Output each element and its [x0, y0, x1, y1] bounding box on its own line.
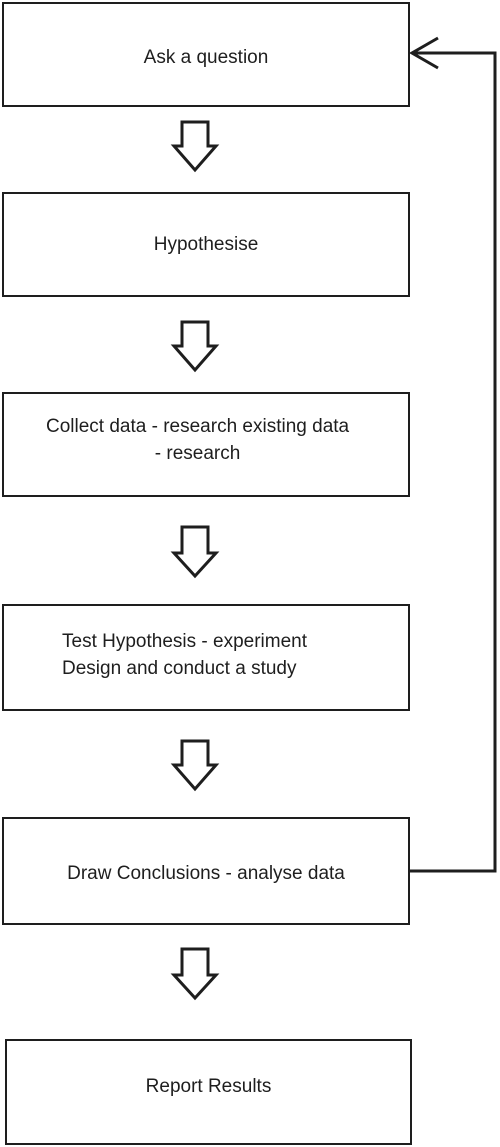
step-label-hypothesise: Hypothesise: [153, 234, 259, 255]
down-arrow-3: [170, 525, 220, 579]
step-label-test-hypothesis: Test Hypothesis - experiment Design and …: [62, 631, 307, 679]
down-arrow-2: [170, 320, 220, 373]
down-arrow-4: [170, 739, 220, 792]
step-label-collect-data: Collect data - research existing data - …: [46, 416, 350, 464]
step-box-report-results: Report Results: [5, 1039, 412, 1145]
down-arrow-1: [170, 120, 220, 173]
down-arrow-5: [170, 947, 220, 1001]
step-label-ask-question: Ask a question: [143, 47, 269, 68]
feedback-loop-arrowhead: [408, 36, 439, 70]
step-box-ask-question: Ask a question: [2, 2, 410, 107]
step-box-collect-data: Collect data - research existing data - …: [2, 392, 410, 497]
feedback-loop-line: [410, 51, 497, 873]
step-box-test-hypothesis: Test Hypothesis - experiment Design and …: [2, 604, 410, 711]
step-box-draw-conclusions: Draw Conclusions - analyse data: [2, 817, 410, 925]
step-label-report-results: Report Results: [145, 1076, 272, 1097]
step-box-hypothesise: Hypothesise: [2, 192, 410, 297]
step-label-draw-conclusions: Draw Conclusions - analyse data: [67, 863, 345, 884]
